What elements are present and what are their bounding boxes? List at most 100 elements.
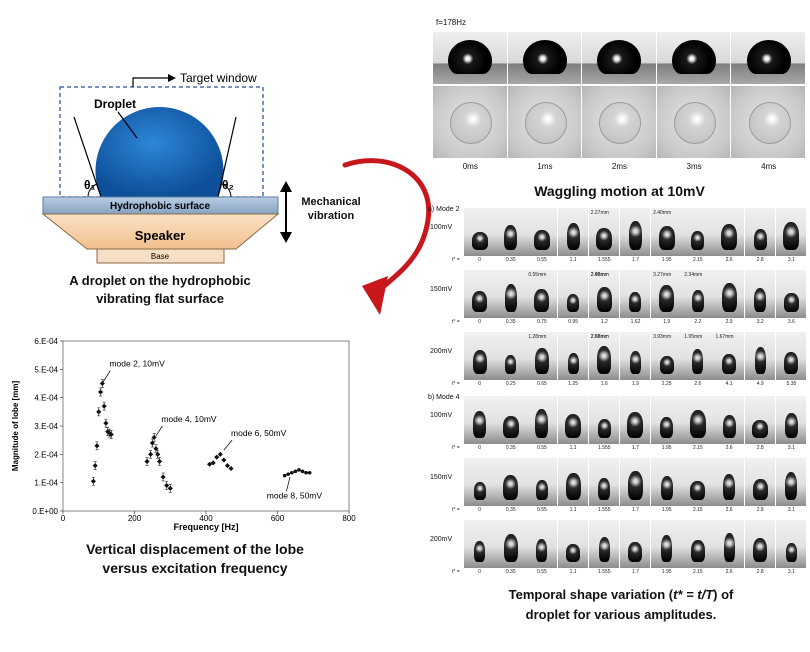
time-tick-label: 1.555 <box>598 257 611 263</box>
droplet-top-view <box>748 102 791 144</box>
theta1-label: θ₁ <box>84 178 95 192</box>
y-tick-label: 3.E-04 <box>34 422 58 431</box>
theta2-label: θ₂ <box>222 178 234 192</box>
droplet-shape-view <box>597 346 612 374</box>
time-tick-label: 2.15 <box>692 507 703 513</box>
shape-frame <box>744 332 776 380</box>
time-tick-label: 0.65 <box>537 381 547 387</box>
data-point <box>160 474 166 480</box>
shape-frame <box>744 270 776 318</box>
shape-frame <box>744 208 776 256</box>
shape-caption-line1: Temporal shape variation (t* = t/T) of <box>432 585 810 605</box>
shape-frame <box>495 208 526 256</box>
mode2-label: a) Mode 2 <box>428 206 460 213</box>
shape-frame <box>557 208 589 256</box>
droplet-shape-view <box>783 293 799 312</box>
chart-ylabel: Magnitude of lobe [mm] <box>11 381 20 472</box>
base-shape <box>96 248 225 264</box>
shape-frame <box>495 458 526 506</box>
droplet-shape-view <box>565 473 581 500</box>
droplet-shape-view <box>502 416 519 438</box>
time-tick-label: 1.555 <box>598 507 611 513</box>
shape-frame <box>713 332 745 380</box>
time-tick-label: 1.1 <box>569 507 577 513</box>
droplet-side-view <box>522 40 567 74</box>
t-star-label: t* = <box>452 507 460 513</box>
x-tick-label: 400 <box>199 514 213 523</box>
t-star-label: t* = <box>452 381 460 387</box>
t-star-label: t* = <box>452 257 460 263</box>
time-tick-label: 3.6 <box>787 319 795 325</box>
time-tick-label: 1.2 <box>600 319 608 325</box>
droplet-shape-view <box>723 474 736 500</box>
time-tick-label: 1.7 <box>632 507 639 513</box>
y-tick-label: 2.E-04 <box>34 450 58 459</box>
shape-frame <box>619 458 651 506</box>
shape-frame <box>588 458 620 506</box>
droplet-shape-view <box>504 225 518 250</box>
time-tick-label: 3.1 <box>787 507 795 513</box>
droplet-shape-view <box>721 224 738 250</box>
shape-frame <box>464 396 495 444</box>
droplet-side-view <box>448 40 493 74</box>
shape-frame <box>588 270 620 318</box>
size-annotation: 1.67mm <box>715 334 734 340</box>
time-tick-label: 2.15 <box>692 445 703 451</box>
droplet-shape-view <box>503 475 519 500</box>
time-tick-label: 1.555 <box>598 445 611 451</box>
droplet-shape-view <box>784 413 798 438</box>
droplet-shape-view <box>721 283 737 312</box>
time-tick-label: 2.8 <box>756 257 764 263</box>
data-point <box>94 443 100 449</box>
shape-frame <box>557 520 589 568</box>
base-label: Base <box>151 252 170 261</box>
shape-frame <box>619 332 651 380</box>
waggle-side-frame <box>507 32 582 84</box>
waggle-time-label: 3ms <box>686 162 702 171</box>
droplet-shape-view <box>567 294 580 312</box>
setup-caption-line2: vibrating flat surface <box>96 291 224 306</box>
shape-frame <box>775 208 807 256</box>
droplet-top-view <box>450 102 493 144</box>
shape-frame <box>495 332 526 380</box>
shape-frame <box>682 458 713 506</box>
amplitude-label: 200mV <box>430 348 453 355</box>
waggle-side-frame <box>656 32 731 84</box>
time-tick-label: 1.95 <box>661 569 672 575</box>
droplet-shape-view <box>629 351 641 374</box>
amplitude-label: 100mV <box>430 224 453 231</box>
angle-arc-left <box>87 183 98 198</box>
droplet-shape-view <box>754 347 766 374</box>
tangent-line-right <box>217 116 237 198</box>
droplet-shape-view <box>692 349 704 374</box>
time-tick-label: 2.6 <box>694 381 702 387</box>
shape-frame <box>557 270 589 318</box>
shape-frame <box>682 396 713 444</box>
time-tick-label: 1.7 <box>632 257 639 263</box>
size-annotation: 2.48mm <box>590 272 609 278</box>
annotation-leader <box>102 370 111 383</box>
speaker-label: Speaker <box>135 228 186 243</box>
shape-frame <box>744 458 776 506</box>
x-tick-label: 200 <box>128 514 142 523</box>
time-tick-label: 2.8 <box>756 569 764 575</box>
shape-frame <box>619 520 651 568</box>
droplet-shape-view <box>784 352 799 374</box>
time-tick-label: 1.1 <box>569 569 577 575</box>
droplet-shape-view <box>752 479 768 500</box>
time-tick-label: 0.95 <box>568 319 578 325</box>
time-tick-label: 0.55 <box>537 445 547 451</box>
time-tick-label: 1.9 <box>632 381 639 387</box>
droplet-label: Droplet <box>94 97 136 111</box>
time-tick-label: 4.9 <box>756 381 764 387</box>
vibration-arrow-up <box>280 181 292 192</box>
waggle-time-label: 1ms <box>537 162 553 171</box>
annotation-label: mode 4, 10mV <box>161 414 217 424</box>
mode4-label: b) Mode 4 <box>428 394 460 401</box>
shape-frame <box>495 396 526 444</box>
shape-frame <box>651 458 682 506</box>
droplet-shape-view <box>785 472 798 500</box>
droplet-shape-view <box>505 355 517 374</box>
x-tick-label: 800 <box>342 514 356 523</box>
time-tick-label: 0 <box>478 507 481 513</box>
